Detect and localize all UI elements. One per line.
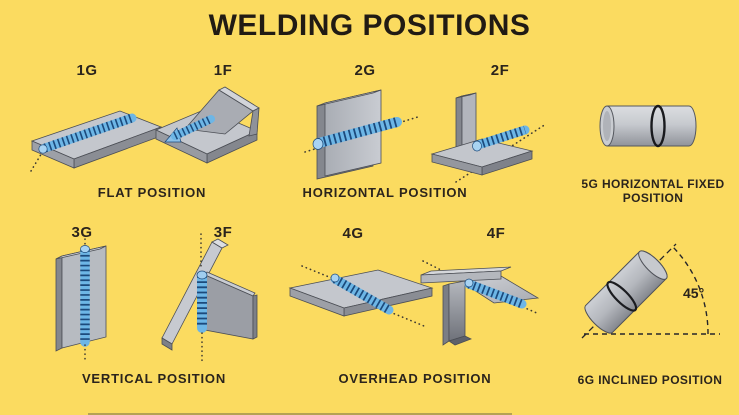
caption-overhead-position: OVERHEAD POSITION: [338, 371, 492, 386]
code-label-3g: 3G: [71, 224, 93, 241]
code-label-4g: 4G: [342, 225, 364, 242]
weld-bead: [164, 115, 215, 143]
guide-dotted-line: [30, 150, 44, 172]
angle-arc-dashed: [671, 245, 709, 335]
code-label-1f: 1F: [213, 62, 233, 79]
illustration-5g-pipe: [599, 104, 697, 148]
guide-dotted-line-top: [422, 260, 446, 273]
guide-dotted-line-top: [301, 265, 335, 280]
flange-plate: [161, 238, 229, 351]
caption-5g-position: 5G HORIZONTAL FIXED POSITION: [573, 177, 733, 205]
code-label-1g: 1G: [76, 62, 98, 79]
illustration-3f-vertical-fillet: [161, 233, 258, 362]
weld-bead: [80, 245, 90, 347]
weld-bead: [330, 273, 394, 315]
bottom-edge-artifact: [88, 413, 512, 415]
illustration-4g-overhead-groove: [288, 265, 434, 327]
guide-dotted-line-bottom: [389, 311, 425, 327]
pipe-body: [599, 105, 697, 147]
base-plate: [430, 138, 534, 176]
weld-ring: [606, 280, 638, 312]
code-label-3f: 3F: [213, 224, 233, 241]
web-plate: [442, 280, 472, 346]
code-label-2g: 2G: [354, 62, 376, 79]
weld-bead: [472, 125, 530, 152]
web-plate: [204, 271, 258, 340]
illustration-4f-overhead-fillet: [420, 260, 540, 346]
illustration-6g-pipe: 45°: [581, 243, 720, 339]
pipe-body: [584, 250, 668, 334]
illustration-2f-horizontal-fillet: [430, 92, 547, 183]
illustration-2g-horizontal-groove: [304, 89, 422, 180]
web-plate: [455, 92, 477, 154]
weld-bead: [312, 117, 402, 150]
caption-6g-position: 6G INCLINED POSITION: [577, 373, 723, 387]
caption-vertical-position: VERTICAL POSITION: [81, 371, 227, 386]
weld-bead: [196, 270, 208, 333]
code-label-2f: 2F: [490, 62, 510, 79]
plate: [30, 110, 163, 169]
illustration-1f-flat-fillet: [155, 86, 260, 164]
weld-bead: [464, 278, 527, 309]
caption-flat-position: FLAT POSITION: [97, 185, 207, 200]
illustration-3g-vertical-groove: [55, 238, 107, 362]
code-label-4f: 4F: [486, 225, 506, 242]
weld-bead: [38, 113, 137, 154]
caption-horizontal-position: HORIZONTAL POSITION: [302, 185, 468, 200]
caption-5g-line2: POSITION: [622, 191, 684, 205]
page-title: WELDING POSITIONS: [208, 9, 531, 42]
caption-5g-line1: 5G HORIZONTAL FIXED: [581, 177, 725, 191]
weld-ring: [650, 104, 666, 148]
angle-label: 45°: [683, 285, 704, 301]
illustration-1g-flat-groove: [30, 110, 163, 172]
guide-dotted-line-bottom: [522, 306, 540, 315]
